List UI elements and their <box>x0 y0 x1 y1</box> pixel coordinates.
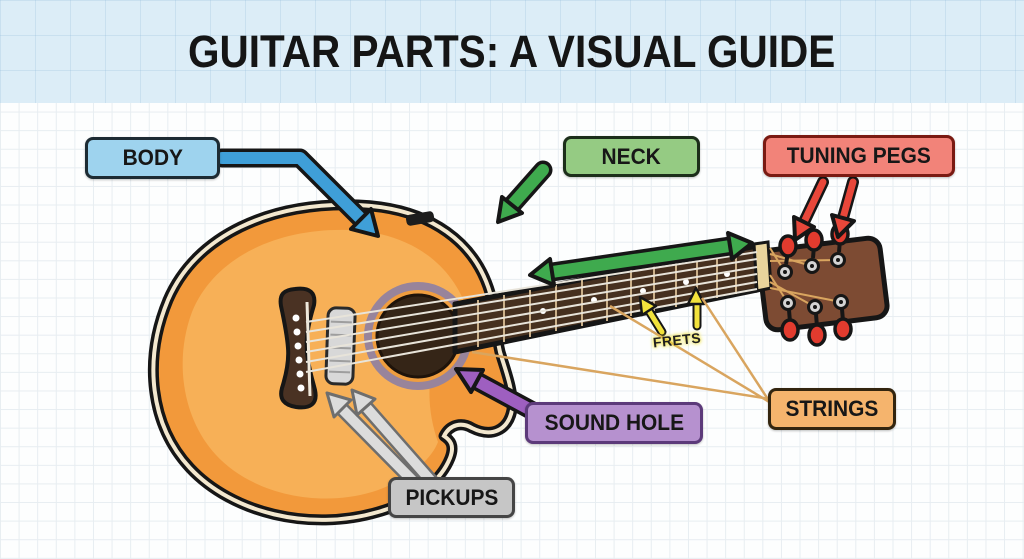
strings <box>305 251 758 373</box>
bridge-pins <box>292 314 305 392</box>
preamp-knob <box>405 211 435 226</box>
label-pickups: PICKUPS <box>388 477 515 518</box>
bridge <box>278 286 318 410</box>
header-band: GUITAR PARTS: A VISUAL GUIDE <box>0 0 1024 103</box>
label-sound-hole-text: SOUND HOLE <box>544 410 684 435</box>
pickups-arrow-1 <box>325 391 422 490</box>
tuning-pegs-arrow-1 <box>792 176 829 242</box>
label-tuning-pegs-text: TUNING PEGS <box>786 143 931 168</box>
neck-arrow <box>496 160 553 224</box>
headstock <box>752 222 890 347</box>
tuning-posts <box>777 252 849 315</box>
frets-arrow-1 <box>638 295 667 337</box>
tuning-pegs <box>778 222 853 347</box>
label-sound-hole: SOUND HOLE <box>525 402 703 444</box>
strings-pointer-lines <box>471 297 775 408</box>
label-neck: NECK <box>563 136 700 177</box>
label-tuning-pegs: TUNING PEGS <box>763 135 955 177</box>
label-body-text: BODY <box>122 145 183 170</box>
page-title: GUITAR PARTS: A VISUAL GUIDE <box>188 25 836 77</box>
neck-span-arrow <box>528 231 754 287</box>
label-strings-text: STRINGS <box>785 396 879 421</box>
pickups-arrow-2 <box>350 388 440 490</box>
label-strings: STRINGS <box>768 388 896 430</box>
label-neck-text: NECK <box>601 143 662 169</box>
frets-arrow-2 <box>686 286 706 331</box>
label-body: BODY <box>85 137 220 179</box>
body-arrow <box>212 148 380 238</box>
guitar-illustration <box>148 199 890 526</box>
tuning-pegs-arrow-2 <box>830 176 859 239</box>
label-pickups-text: PICKUPS <box>405 484 498 510</box>
